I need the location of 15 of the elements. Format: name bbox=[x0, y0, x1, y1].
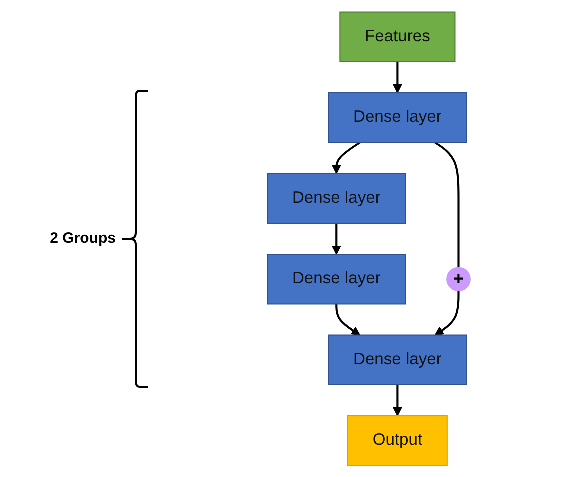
node-box: Dense layer bbox=[267, 254, 406, 304]
arrow bbox=[332, 141, 361, 174]
connector bbox=[434, 141, 460, 268]
arrow bbox=[393, 384, 402, 416]
node-box: Output bbox=[347, 415, 448, 466]
arrow bbox=[434, 290, 460, 336]
arrow bbox=[336, 304, 361, 336]
node-box: Features bbox=[340, 11, 456, 62]
node-box: Dense layer bbox=[328, 92, 468, 143]
arrow bbox=[393, 61, 402, 93]
node-circle: + bbox=[446, 266, 471, 292]
group-label: 2 Groups bbox=[50, 230, 116, 247]
arrow bbox=[332, 222, 342, 254]
node-box: Dense layer bbox=[267, 172, 406, 224]
node-box: Dense layer bbox=[328, 334, 468, 385]
